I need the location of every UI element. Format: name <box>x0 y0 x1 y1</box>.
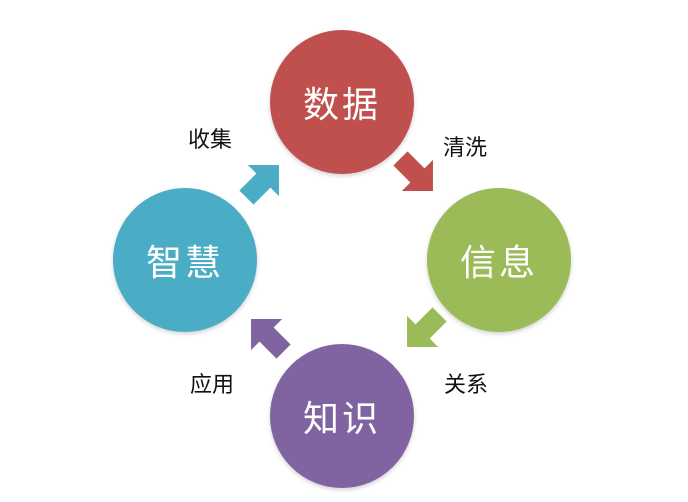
apply-label: 应用 <box>190 373 235 398</box>
wisdom-node: 智慧 <box>113 188 257 332</box>
information-node: 信息 <box>427 188 571 332</box>
information-node-label: 信息 <box>459 243 538 284</box>
data-node: 数据 <box>270 30 414 174</box>
relation-arrow <box>407 307 447 347</box>
collect-arrow <box>239 165 279 205</box>
clean-label: 清洗 <box>443 136 488 161</box>
apply-arrow <box>251 319 291 359</box>
data-node-label: 数据 <box>302 85 381 126</box>
collect-label: 收集 <box>188 128 233 153</box>
knowledge-node-label: 知识 <box>302 399 381 440</box>
knowledge-node: 知识 <box>270 344 414 488</box>
clean-arrow <box>393 151 433 191</box>
wisdom-node-label: 智慧 <box>145 243 224 284</box>
relation-label: 关系 <box>444 373 489 398</box>
